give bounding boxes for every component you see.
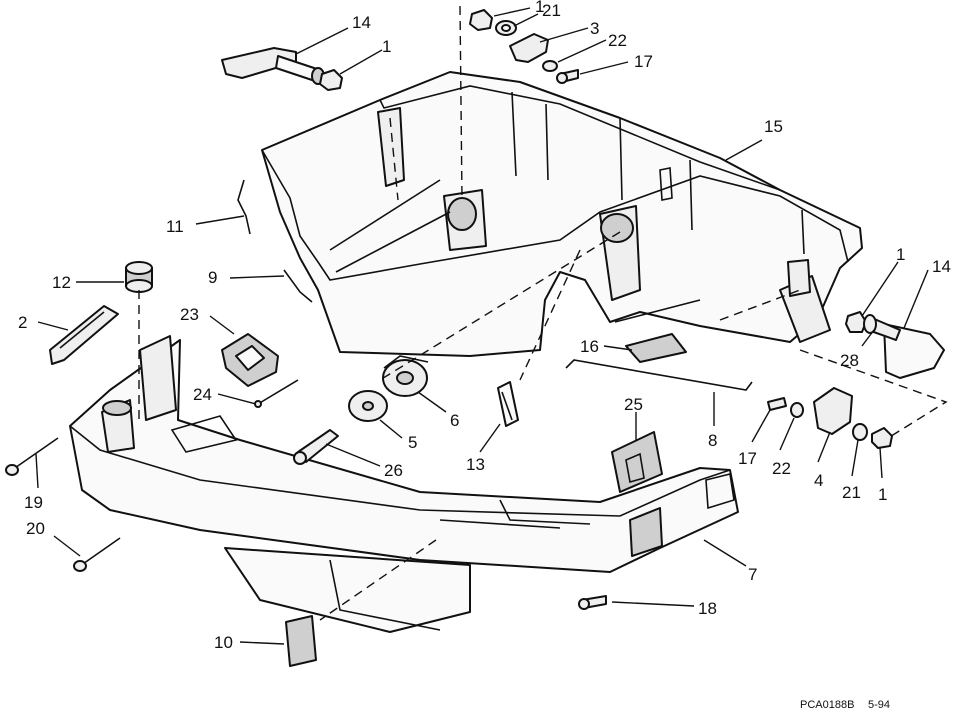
callout-17a: 17 <box>634 52 653 71</box>
screw-17-top <box>556 69 579 84</box>
callout-6: 6 <box>450 411 459 430</box>
washer-21-lower <box>852 423 868 441</box>
callout-9: 9 <box>208 268 217 287</box>
callout-15: 15 <box>764 117 783 136</box>
callout-21a: 21 <box>542 1 561 20</box>
handle-14-lower <box>867 317 945 379</box>
nut-1-lower <box>871 427 893 449</box>
nut-1-upper-left <box>319 69 343 91</box>
pin-24 <box>254 379 299 408</box>
callout-22b: 22 <box>772 459 791 478</box>
nut-1-right <box>845 311 867 333</box>
lower-motor-cover <box>69 335 739 633</box>
washer-21-top <box>495 20 517 36</box>
callout-16: 16 <box>580 337 599 356</box>
callout-26: 26 <box>384 461 403 480</box>
bracket-3 <box>509 33 549 63</box>
callout-23: 23 <box>180 305 199 324</box>
strip-2 <box>49 305 119 365</box>
grommet-12 <box>125 261 153 293</box>
grommet-23 <box>221 333 279 387</box>
callout-21b: 21 <box>842 483 861 502</box>
leader-lines <box>35 7 929 645</box>
handle-14-upper <box>221 47 325 85</box>
callout-2: 2 <box>18 313 27 332</box>
screw-17-lower <box>767 397 787 411</box>
washer-28 <box>863 314 877 334</box>
callout-5: 5 <box>408 433 417 452</box>
screw-18 <box>578 595 607 610</box>
callout-1d: 1 <box>878 485 887 504</box>
footer: PCA0188B 5-94 <box>800 699 890 711</box>
block-10 <box>285 615 317 667</box>
bolt-20 <box>73 537 121 572</box>
washer-5 <box>348 390 388 422</box>
callout-10: 10 <box>214 633 233 652</box>
callout-17b: 17 <box>738 449 757 468</box>
callout-20: 20 <box>26 519 45 538</box>
callout-28: 28 <box>840 351 859 370</box>
bolt-26 <box>293 429 339 465</box>
washer-22-lower <box>790 402 804 418</box>
upper-motor-cover <box>261 71 863 357</box>
clip-13 <box>497 381 519 427</box>
assembly-lines <box>138 5 948 621</box>
callout-22a: 22 <box>608 31 627 50</box>
seal-9 <box>283 269 313 303</box>
callout-12: 12 <box>52 273 71 292</box>
footer-code: PCA0188B <box>800 699 854 711</box>
callout-1c: 1 <box>896 245 905 264</box>
bolt-19 <box>5 437 59 476</box>
callout-3: 3 <box>590 19 599 38</box>
washer-22-top <box>542 60 558 72</box>
callout-13: 13 <box>466 455 485 474</box>
callout-8: 8 <box>708 431 717 450</box>
callout-14b: 14 <box>932 257 951 276</box>
pad-16 <box>625 333 687 363</box>
rod-8 <box>565 359 753 391</box>
callout-labels: 14 1 1 21 3 22 17 15 11 9 12 2 23 24 1 1… <box>18 0 951 652</box>
callout-7: 7 <box>748 565 757 584</box>
nut-1-top <box>469 9 493 31</box>
callout-18: 18 <box>698 599 717 618</box>
callout-4: 4 <box>814 471 823 490</box>
callout-25: 25 <box>624 395 643 414</box>
callout-1b: 1 <box>535 0 544 16</box>
callout-14a: 14 <box>352 13 371 32</box>
callout-19: 19 <box>24 493 43 512</box>
seal-11 <box>237 179 251 235</box>
footer-date: 5-94 <box>868 699 890 711</box>
bracket-4 <box>813 387 853 435</box>
grommet-6 <box>382 355 429 397</box>
block-25 <box>611 431 663 493</box>
callout-11: 11 <box>166 217 184 236</box>
callout-24: 24 <box>193 385 212 404</box>
callout-1a: 1 <box>382 37 391 56</box>
